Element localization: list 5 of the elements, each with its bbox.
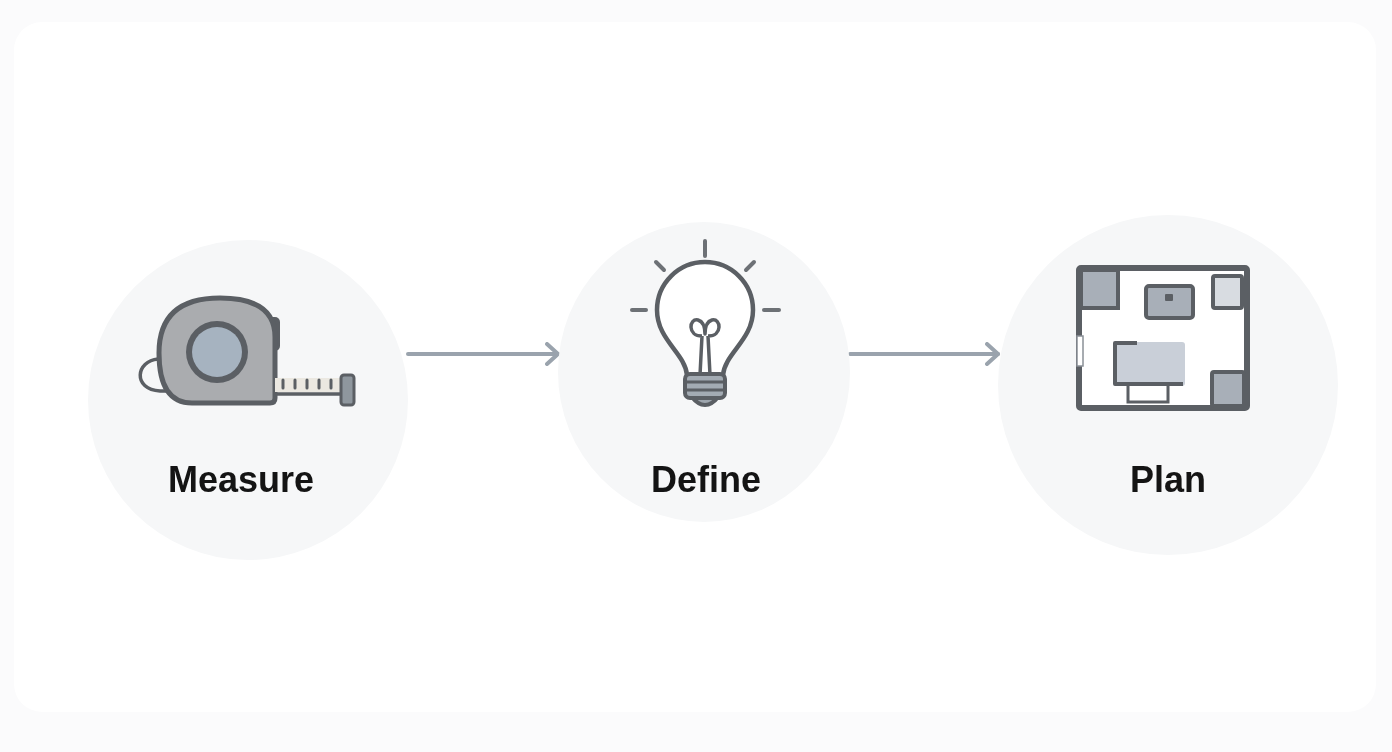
step-label: Define (650, 460, 762, 500)
arrow (406, 342, 560, 366)
arrow (848, 342, 1000, 366)
step-label: Plan (1129, 460, 1207, 500)
step-label: Measure (166, 460, 316, 500)
